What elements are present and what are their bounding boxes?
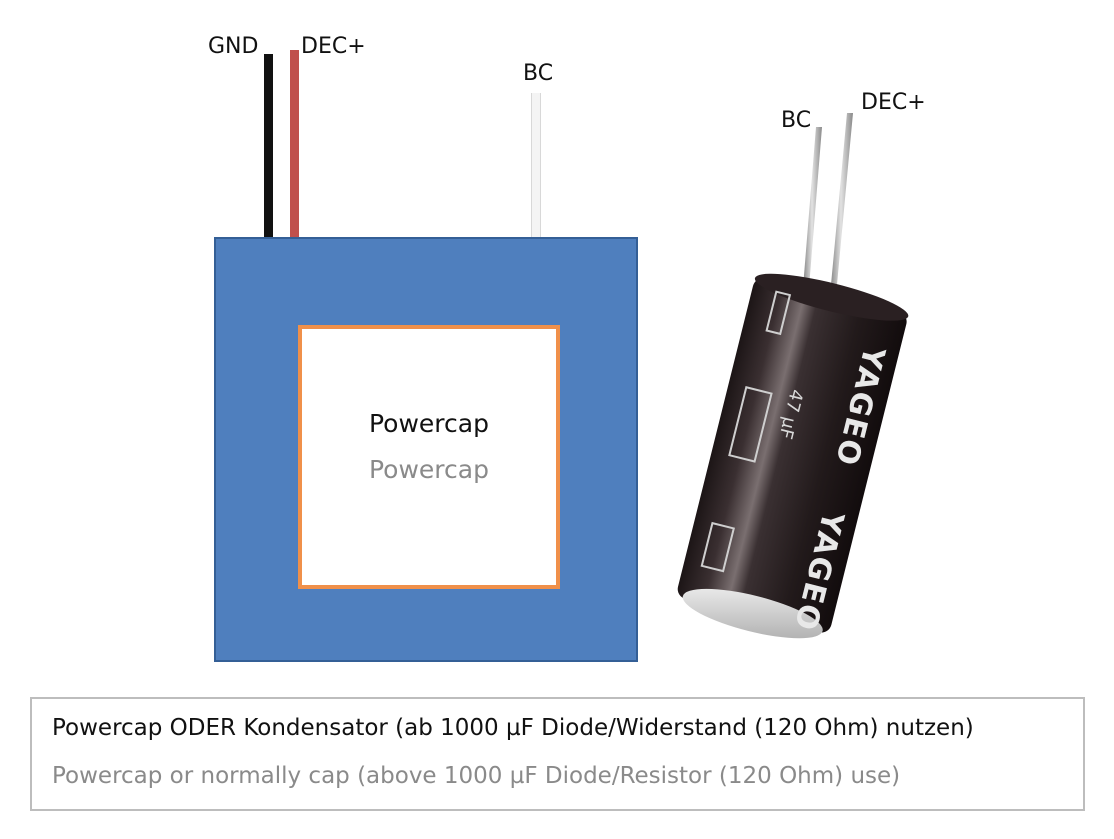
- powercap-label-de: Powercap: [369, 409, 489, 438]
- dec-plus-pin-label: DEC+: [301, 34, 366, 59]
- gnd-wire: [264, 54, 273, 240]
- powercap-window: Powercap Powercap: [298, 325, 560, 589]
- capacitor-top: [754, 273, 909, 321]
- powercap-label-en: Powercap: [369, 455, 489, 484]
- capacitor-legs: [802, 113, 853, 306]
- bc-wire: [531, 93, 541, 239]
- caption-line-de: Powercap ODER Kondensator (ab 1000 µF Di…: [52, 715, 974, 741]
- caption-line-en: Powercap or normally cap (above 1000 µF …: [52, 763, 901, 789]
- dec-plus-wire: [290, 50, 299, 240]
- capacitor-can: YAGEO YAGEO 47 µF: [677, 273, 909, 639]
- capacitor-dec-leg: [829, 113, 853, 306]
- capacitor-dec-plus-pin-label: DEC+: [861, 90, 926, 115]
- capacitor-bc-leg: [802, 127, 822, 300]
- bc-pin-label: BC: [523, 61, 554, 86]
- caption-box: Powercap ODER Kondensator (ab 1000 µF Di…: [30, 697, 1085, 811]
- capacitor-vent: [682, 588, 823, 639]
- polarity-mark-bottom: [700, 521, 735, 573]
- gnd-pin-label: GND: [208, 34, 259, 59]
- capacitor-sleeve: [677, 278, 907, 633]
- polarity-mark-top: [765, 290, 792, 336]
- capacitor-bc-pin-label: BC: [781, 108, 812, 133]
- polarity-mark-mid: [728, 386, 773, 463]
